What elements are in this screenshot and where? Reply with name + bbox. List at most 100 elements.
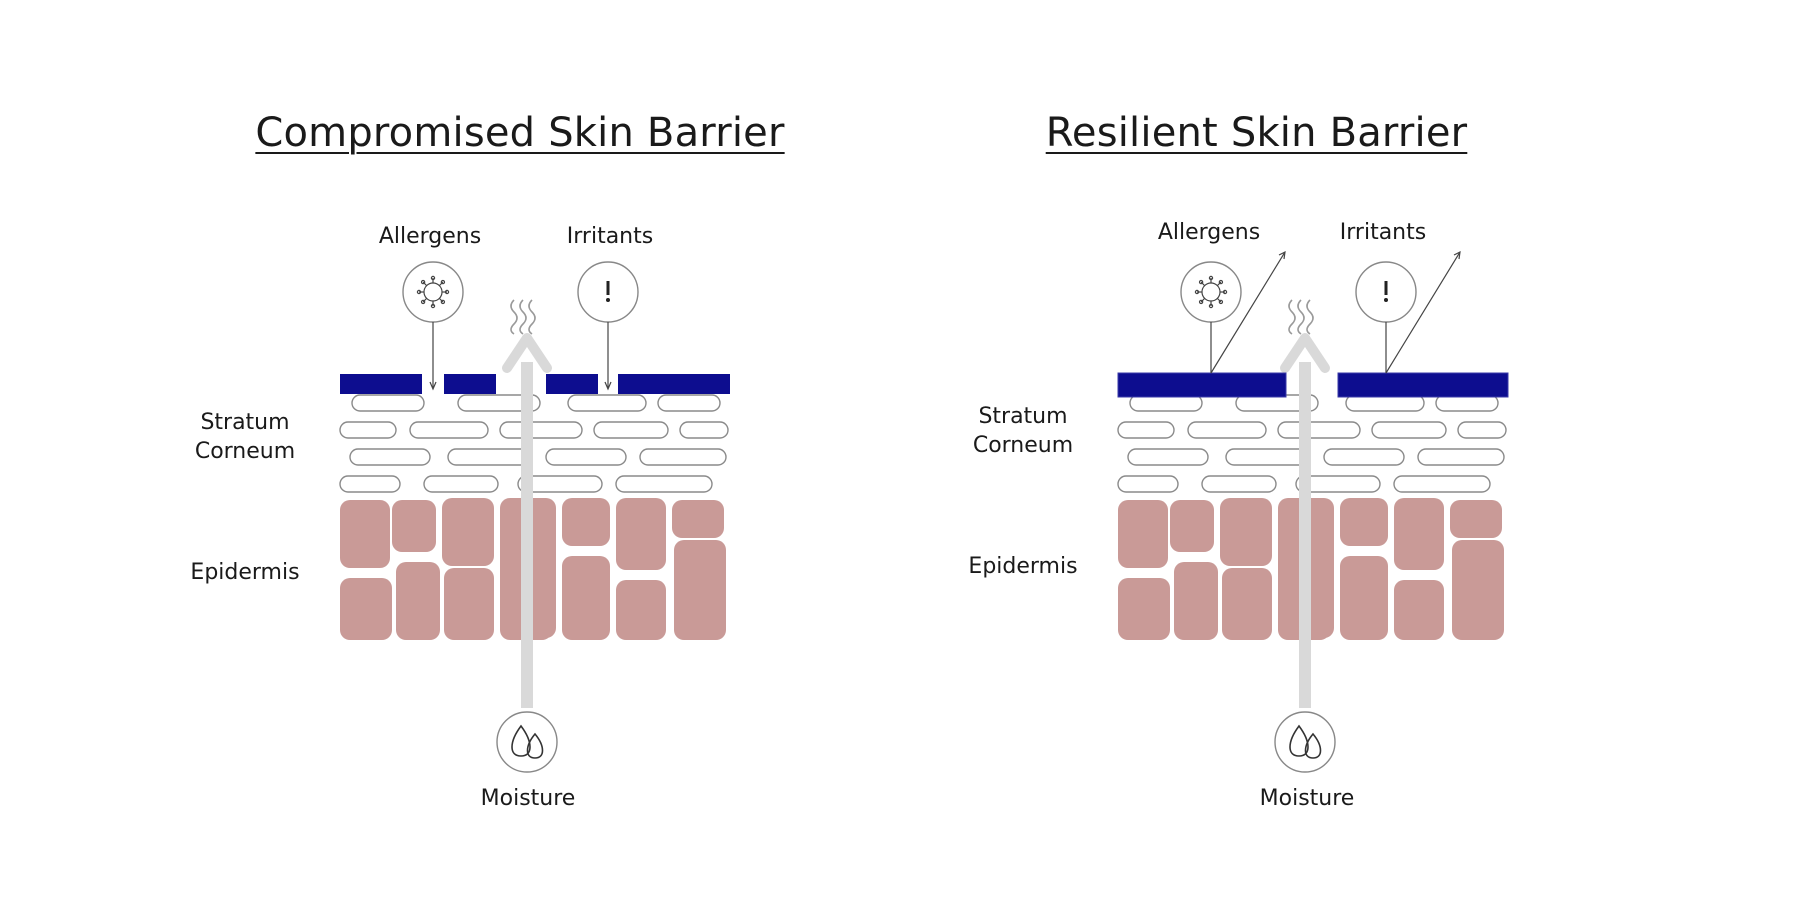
corneum-cell xyxy=(1457,421,1507,439)
stratum-label-line1: Stratum xyxy=(200,410,290,435)
corneum-cell xyxy=(1117,421,1175,439)
stratum-corneum-label: Stratum Corneum xyxy=(180,408,310,466)
virus-spike-tip xyxy=(1222,289,1228,295)
virus-spike-tip xyxy=(1208,275,1214,281)
barrier-segment xyxy=(546,374,598,394)
virus-spike-tip xyxy=(416,289,422,295)
epidermis-cell xyxy=(442,498,494,566)
corneum-cell xyxy=(1225,448,1309,466)
corneum-cell xyxy=(423,475,499,493)
virus-spike-tip xyxy=(1194,289,1200,295)
corneum-cell xyxy=(1127,448,1209,466)
pointer-lines xyxy=(429,322,612,391)
corneum-cell xyxy=(1417,448,1505,466)
epidermis-cell xyxy=(1170,500,1214,552)
moisture-arrow-head xyxy=(1280,333,1330,373)
corneum-cell xyxy=(447,448,531,466)
corneum-cell xyxy=(545,448,627,466)
epidermis-cells xyxy=(1118,498,1504,640)
arrowhead xyxy=(429,381,437,391)
virus-spike-tip xyxy=(1198,299,1204,305)
epidermis-cell xyxy=(1450,500,1502,538)
epidermis-cell xyxy=(1452,540,1504,640)
exclamation-icon xyxy=(1384,281,1388,302)
vapor-wave xyxy=(510,299,518,335)
vapor-waves-icon xyxy=(1288,299,1314,335)
corneum-cell xyxy=(679,421,729,439)
lipid-barrier xyxy=(340,374,730,394)
panel-title: Resilient Skin Barrier xyxy=(1045,110,1468,156)
moisture-icon-circle xyxy=(496,711,558,773)
virus-spike-tip xyxy=(440,279,446,285)
moisture-arrow-shaft xyxy=(1299,362,1311,708)
allergen-icon-circle xyxy=(402,261,464,323)
water-drop xyxy=(511,724,531,757)
virus-spike-tip xyxy=(1198,279,1204,285)
epidermis-cell xyxy=(1394,580,1444,640)
exclamation-bar xyxy=(606,281,610,295)
compromised-panel: Compromised Skin Barrier Allergens Irrit… xyxy=(180,110,784,811)
corneum-cell xyxy=(409,421,489,439)
corneum-cell xyxy=(1323,448,1405,466)
resilient-panel: Resilient Skin Barrier Allergens Irritan… xyxy=(900,0,1800,900)
barrier-segment xyxy=(444,374,496,394)
epidermis-cell xyxy=(1394,498,1444,570)
virus-icon xyxy=(416,275,450,309)
epidermis-cell xyxy=(396,562,440,640)
exclamation-icon xyxy=(606,281,610,302)
corneum-cell xyxy=(1277,421,1361,439)
corneum-cell xyxy=(593,421,669,439)
pointer-lines xyxy=(1210,250,1461,374)
epidermis-cell xyxy=(672,500,724,538)
vapor-wave xyxy=(519,299,527,335)
barrier-segment xyxy=(618,374,730,394)
irritants-label: Irritants xyxy=(566,224,654,249)
exclamation-dot xyxy=(1384,298,1388,302)
skin-layers xyxy=(339,261,730,773)
skin-layers xyxy=(1117,250,1509,773)
skin-diagram xyxy=(339,261,730,773)
corneum-cell xyxy=(339,421,397,439)
vapor-wave xyxy=(1288,299,1296,335)
virus-spike-tip xyxy=(430,275,436,281)
corneum-cell xyxy=(657,394,721,412)
epidermis-cell xyxy=(1220,498,1272,566)
stratum-label-line1: Stratum xyxy=(978,404,1068,429)
water-drops-icon xyxy=(511,724,544,759)
allergens-label: Allergens xyxy=(378,224,482,249)
barrier-segment xyxy=(340,374,422,394)
arrowhead xyxy=(1453,250,1461,260)
virus-spike xyxy=(422,281,428,287)
corneum-cell xyxy=(615,475,713,493)
corneum-cell xyxy=(1393,475,1491,493)
lipid-barrier xyxy=(1117,372,1509,398)
virus-spike-tip xyxy=(1218,279,1224,285)
irritant-deflection xyxy=(1385,251,1461,374)
vapor-wave xyxy=(528,299,536,335)
corneum-cell xyxy=(351,394,425,412)
epidermis-cell xyxy=(1118,578,1170,640)
corneum-cell xyxy=(457,394,541,412)
barrier-segment xyxy=(1337,372,1509,398)
moisture-icon-circle xyxy=(1274,711,1336,773)
exclamation-dot xyxy=(606,298,610,302)
epidermis-cell xyxy=(562,498,610,546)
epidermis-cell xyxy=(1174,562,1218,640)
virus-spike-tip xyxy=(444,289,450,295)
epidermis-cell xyxy=(444,568,494,640)
virus-spike xyxy=(1200,297,1206,303)
epidermis-cell xyxy=(1340,498,1388,546)
water-drop xyxy=(1289,724,1309,757)
epidermis-cells xyxy=(340,498,726,640)
epidermis-label: Epidermis xyxy=(968,554,1078,579)
epidermis-label: Epidermis xyxy=(190,560,300,585)
epidermis-cell xyxy=(340,500,390,568)
virus-spike xyxy=(438,281,444,287)
virus-spike-tip xyxy=(420,279,426,285)
moisture-label: Moisture xyxy=(1259,786,1355,811)
stratum-corneum xyxy=(1117,394,1507,493)
moisture-arrow-head xyxy=(502,333,552,373)
virus-spike-tip xyxy=(420,299,426,305)
allergens-label: Allergens xyxy=(1157,220,1261,245)
stratum-label-line2: Corneum xyxy=(194,439,296,464)
